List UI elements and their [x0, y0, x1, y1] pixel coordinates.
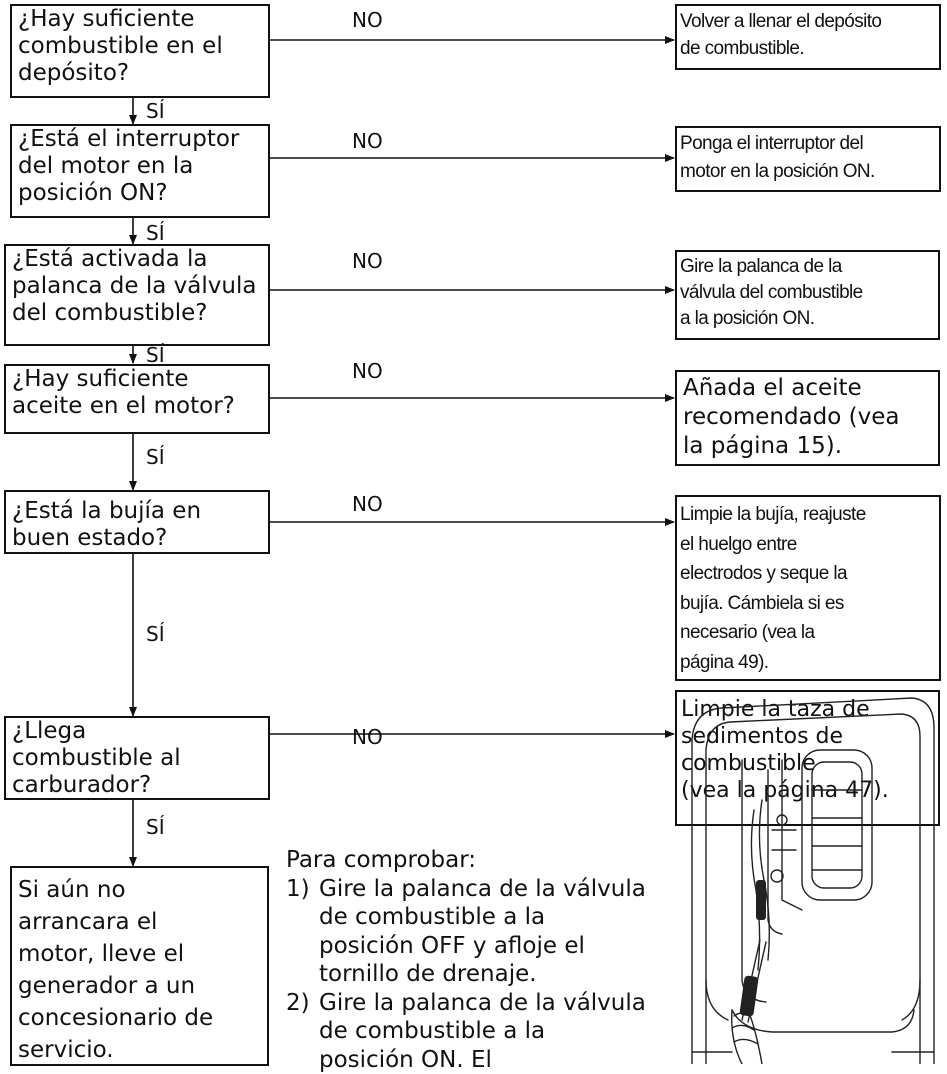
check-step-line: tornillo de drenaje.	[319, 960, 646, 989]
check-step-line: posición ON. El	[319, 1046, 646, 1074]
question-line: buen estado?	[12, 525, 262, 552]
action-box-engine-switch-on: Ponga el interruptor del motor en la pos…	[675, 126, 941, 192]
yes-label: SÍ	[146, 446, 165, 468]
final-line: motor, lleve el	[18, 938, 261, 970]
check-step-2: 2) Gire la palanca de la válvula de comb…	[286, 989, 666, 1074]
no-label: NO	[352, 360, 383, 382]
yes-label: SÍ	[146, 623, 165, 645]
check-step-number: 1)	[286, 875, 319, 989]
question-line: aceite en el motor?	[12, 393, 262, 420]
question-line: ¿Hay suficiente	[18, 6, 262, 33]
action-line: motor en la posición ON.	[680, 158, 936, 186]
question-line: combustible al	[12, 745, 262, 772]
yes-label: SÍ	[146, 816, 165, 838]
question-line: ¿Está la bujía en	[12, 498, 262, 525]
final-line: generador a un	[18, 970, 261, 1002]
question-line: carburador?	[12, 772, 262, 799]
action-box-add-oil: Añada el aceite recomendado (vea la pági…	[675, 370, 940, 466]
action-line: Añada el aceite	[683, 374, 932, 403]
check-step-1: 1) Gire la palanca de la válvula de comb…	[286, 875, 666, 989]
action-line: necesario (vea la	[680, 618, 936, 648]
action-line: Limpie la bujía, reajuste	[680, 500, 936, 530]
question-line: palanca de la válvula	[12, 273, 262, 300]
question-line: del motor en la	[18, 153, 262, 180]
final-line: Si aún no	[18, 874, 261, 906]
action-line: Gire la palanca de la	[680, 254, 935, 280]
question-line: ¿Está activada la	[12, 246, 262, 273]
action-box-refill-fuel: Volver a llenar el depósito de combustib…	[675, 4, 941, 70]
question-box-engine-switch: ¿Está el interruptor del motor en la pos…	[10, 124, 270, 218]
action-line: Ponga el interruptor del	[680, 130, 936, 158]
question-box-spark-plug: ¿Está la bujía en buen estado?	[4, 490, 270, 554]
no-label: NO	[352, 9, 383, 31]
carburetor-illustration	[672, 680, 942, 1064]
no-label: NO	[352, 493, 383, 515]
check-step-line: posición OFF y afloje el	[319, 932, 646, 961]
check-step-line: Gire la palanca de la válvula	[319, 989, 646, 1018]
question-line: depósito?	[18, 60, 262, 87]
check-step-line: Gire la palanca de la válvula	[319, 875, 646, 904]
action-box-clean-spark-plug: Limpie la bujía, reajuste el huelgo entr…	[675, 495, 941, 681]
check-heading: Para comprobar:	[286, 846, 666, 875]
action-line: Volver a llenar el depósito	[680, 8, 936, 35]
action-line: la página 15).	[683, 432, 932, 461]
question-box-fuel-valve: ¿Está activada la palanca de la válvula …	[4, 244, 270, 346]
action-line: válvula del combustible	[680, 280, 935, 306]
action-box-fuel-valve-on: Gire la palanca de la válvula del combus…	[675, 250, 940, 340]
no-label: NO	[352, 250, 383, 272]
question-line: ¿Está el interruptor	[18, 126, 262, 153]
check-step-line: de combustible a la	[319, 903, 646, 932]
question-line: posición ON?	[18, 180, 262, 207]
question-box-fuel: ¿Hay suficiente combustible en el depósi…	[10, 4, 270, 98]
no-label: NO	[352, 130, 383, 152]
check-instructions: Para comprobar: 1) Gire la palanca de la…	[286, 846, 666, 1074]
action-line: a la posición ON.	[680, 306, 935, 332]
action-line: el huelgo entre	[680, 530, 936, 560]
yes-label: SÍ	[146, 100, 165, 122]
final-line: arrancara el	[18, 906, 261, 938]
yes-label: SÍ	[146, 222, 165, 244]
question-box-oil: ¿Hay suficiente aceite en el motor?	[4, 364, 270, 434]
final-line: concesionario de	[18, 1002, 261, 1034]
question-line: ¿Hay suficiente	[12, 366, 262, 393]
question-box-carburetor: ¿Llega combustible al carburador?	[4, 716, 270, 800]
yes-label: SÍ	[146, 344, 165, 366]
action-line: electrodos y seque la	[680, 559, 936, 589]
action-line: recomendado (vea	[683, 403, 932, 432]
check-step-line: de combustible a la	[319, 1017, 646, 1046]
action-line: bujía. Cámbiela si es	[680, 589, 936, 619]
check-step-number: 2)	[286, 989, 319, 1074]
no-label: NO	[352, 726, 383, 748]
question-line: del combustible?	[12, 300, 262, 327]
final-box: Si aún no arrancara el motor, lleve el g…	[10, 866, 269, 1066]
action-line: de combustible.	[680, 35, 936, 62]
question-line: combustible en el	[18, 33, 262, 60]
question-line: ¿Llega	[12, 718, 262, 745]
action-line: página 49).	[680, 648, 936, 678]
final-line: servicio.	[18, 1034, 261, 1066]
